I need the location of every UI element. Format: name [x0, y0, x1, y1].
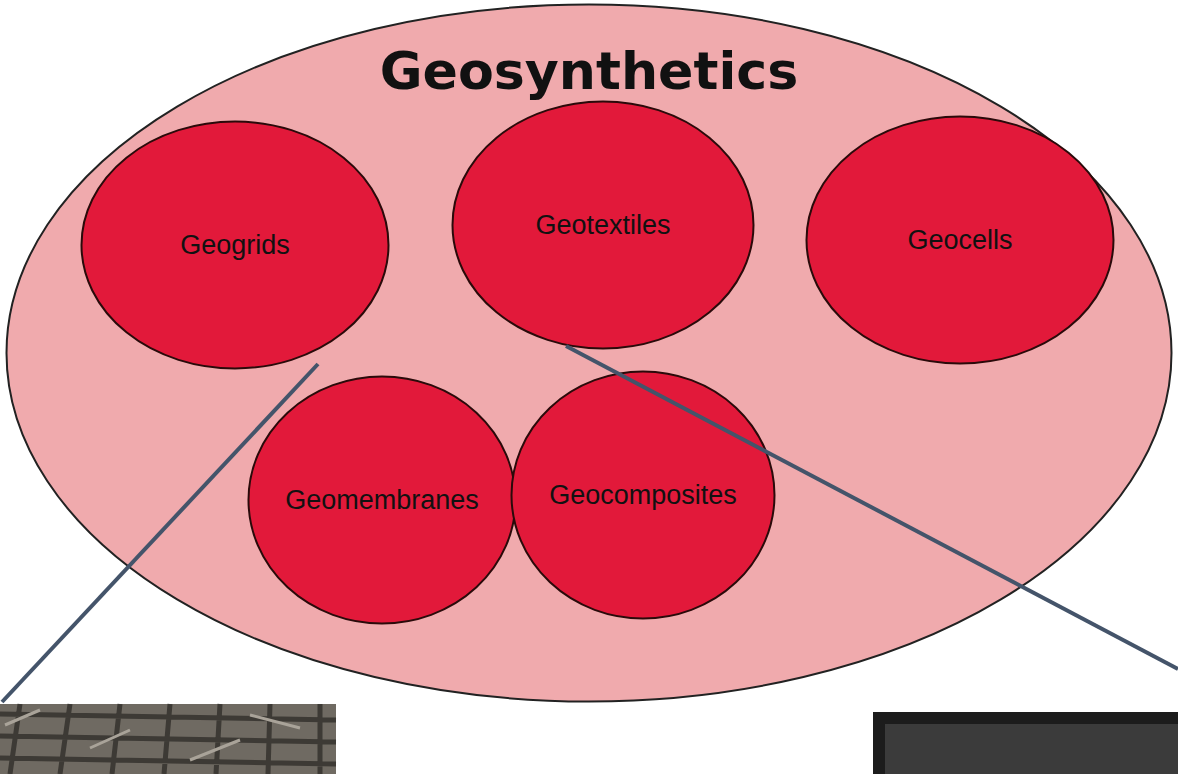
geogrid-photo [0, 704, 336, 774]
ellipse [249, 377, 516, 624]
leader-line [566, 346, 1178, 669]
ellipse [7, 5, 1172, 702]
ellipse [807, 117, 1114, 364]
category-label: Geomembranes [285, 485, 479, 516]
category-label: Geogrids [180, 230, 290, 261]
leader-line [2, 364, 318, 702]
ellipse [512, 372, 775, 619]
category-label: Geotextiles [535, 210, 670, 241]
category-ellipse: Geocells [805, 115, 1115, 365]
category-ellipse: Geomembranes [247, 375, 517, 625]
category-ellipse: Geocomposites [510, 370, 776, 620]
category-label: Geocells [907, 225, 1012, 256]
group-ellipse: GeosyntheticsGeogrids Geotextiles Geocells… [5, 3, 1173, 703]
category-ellipse: Geotextiles [451, 100, 755, 350]
group-title: Geosynthetics [5, 45, 1173, 97]
geotextile-photo [873, 712, 1178, 774]
ellipse [82, 122, 389, 369]
ellipse [453, 102, 754, 349]
category-ellipse: Geogrids [80, 120, 390, 370]
category-label: Geocomposites [549, 480, 737, 511]
